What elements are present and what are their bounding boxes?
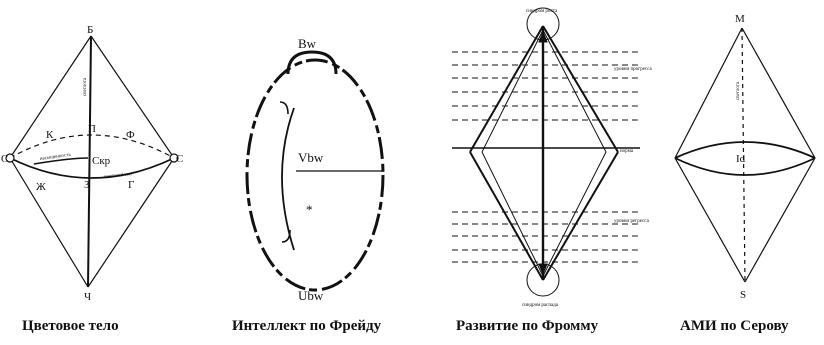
fromm-figure xyxy=(452,7,640,297)
progress-levels xyxy=(452,51,640,121)
right-vertex-dot xyxy=(169,153,179,163)
label-norm: норма xyxy=(620,149,634,154)
inner-arc xyxy=(281,107,295,251)
label-growth: синдром роста xyxy=(526,9,558,14)
color-solid-figure xyxy=(5,35,179,288)
label-p: П xyxy=(88,123,96,135)
lightness-text: светлота xyxy=(736,81,741,100)
inner-lower-right xyxy=(542,151,607,277)
upper-left-edge xyxy=(674,27,743,159)
lower-right-edge xyxy=(87,157,175,288)
gray-axis xyxy=(87,35,92,288)
arrow-down xyxy=(538,263,548,276)
label-ubw: Ubw xyxy=(298,288,324,303)
serov-figure xyxy=(674,27,816,283)
label-regress: уровни регресса xyxy=(614,219,650,224)
label-k: К xyxy=(46,129,54,141)
freud-figure xyxy=(245,50,385,292)
diamond-upper-right xyxy=(542,25,619,153)
upper-right-edge xyxy=(90,35,175,159)
lower-right-edge xyxy=(744,157,816,283)
diamond-lower-left xyxy=(469,151,544,281)
lower-left-edge xyxy=(674,157,746,283)
label-progress: уровни прогресса xyxy=(614,67,653,72)
inner-upper-left xyxy=(481,29,544,153)
lightness-text: светлота xyxy=(83,77,88,96)
vertical-axis xyxy=(741,27,746,283)
arrow-up xyxy=(538,30,548,43)
hue-text: цветовой тон xyxy=(104,172,133,180)
ellipse-front xyxy=(674,157,816,176)
caption-color-solid: Цветовое тело xyxy=(22,318,119,334)
upper-right-edge xyxy=(741,27,816,159)
top-cap xyxy=(286,50,338,75)
diamond-upper-left xyxy=(469,25,544,153)
label-left: С xyxy=(1,153,8,165)
saturation-line xyxy=(33,157,89,165)
label-z: З xyxy=(84,179,90,191)
ellipse-back xyxy=(9,134,175,159)
label-bw: Bw xyxy=(298,36,317,51)
caption-freud: Интеллект по Фрейду xyxy=(232,318,382,334)
label-zh: Ж xyxy=(36,181,46,193)
label-g: Г xyxy=(128,179,134,191)
label-f: Ф xyxy=(126,129,135,141)
star-marker: * xyxy=(306,202,313,217)
outer-ellipse xyxy=(245,58,385,292)
label-top: Б xyxy=(87,24,93,36)
label-right: С xyxy=(176,153,183,165)
label-m: M xyxy=(735,13,745,25)
caption-fromm: Развитие по Фромму xyxy=(456,318,599,334)
caption-serov: АМИ по Серову xyxy=(680,318,789,334)
label-vbw: Vbw xyxy=(298,150,324,165)
left-vertex-dot xyxy=(5,153,15,163)
ellipse-front xyxy=(9,157,175,179)
label-id: Id xyxy=(736,153,746,165)
inner-upper-right xyxy=(542,29,607,153)
ellipse-back xyxy=(674,141,816,159)
label-s: S xyxy=(740,289,746,301)
inner-lower-left xyxy=(481,151,544,277)
label-bottom: Ч xyxy=(84,291,91,303)
diamond-lower-right xyxy=(542,151,619,281)
upper-left-edge xyxy=(9,35,92,159)
inner-arc-ticks xyxy=(279,101,291,243)
label-decay: синдром распада xyxy=(522,303,559,308)
regress-levels xyxy=(452,211,640,263)
label-center: Скр xyxy=(92,155,111,167)
saturation-text: насыщенность xyxy=(40,153,72,162)
lower-left-edge xyxy=(9,157,89,288)
